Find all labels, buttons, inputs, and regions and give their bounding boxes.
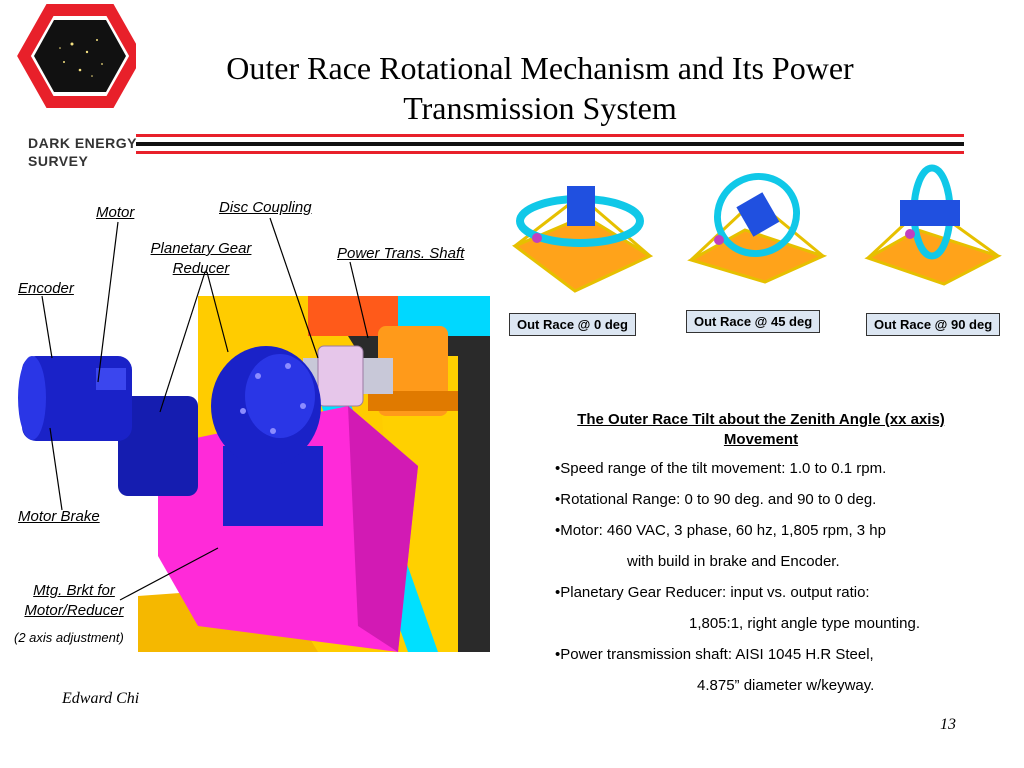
render-90-deg bbox=[864, 164, 1002, 286]
spec-item-text: •Rotational Range: 0 to 90 deg. and 90 t… bbox=[555, 491, 877, 508]
mounting-bracket-shade bbox=[348, 406, 418, 652]
page-number: 13 bbox=[940, 716, 956, 733]
pillow-block-base bbox=[368, 391, 458, 411]
org-name: DARK ENERGY SURVEY bbox=[28, 134, 137, 170]
leader-disc-coupling bbox=[269, 217, 319, 359]
spec-item: •Power transmission shaft: AISI 1045 H.R… bbox=[555, 645, 967, 696]
specs-heading: The Outer Race Tilt about the Zenith Ang… bbox=[577, 411, 945, 448]
label-planetary-gear-reducer: Planetary Gear Reducer bbox=[142, 239, 260, 279]
spec-item: •Speed range of the tilt movement: 1.0 t… bbox=[555, 459, 967, 479]
leader-planetary-b bbox=[206, 271, 229, 353]
outer-race-ring bbox=[713, 172, 801, 258]
slide-title: Outer Race Rotational Mechanism and Its … bbox=[180, 48, 900, 128]
camera-body bbox=[567, 186, 595, 226]
label-bracket-line2: Motor/Reducer bbox=[24, 602, 124, 619]
label-planetary-line2: Reducer bbox=[172, 260, 230, 277]
des-logo bbox=[17, 4, 136, 108]
spec-item-text: •Power transmission shaft: AISI 1045 H.R… bbox=[555, 646, 874, 663]
org-name-line1: DARK ENERGY bbox=[28, 135, 137, 151]
spec-item: •Planetary Gear Reducer: input vs. outpu… bbox=[555, 583, 967, 634]
render-0-deg bbox=[512, 186, 654, 293]
mechanism-illustration bbox=[18, 296, 490, 652]
label-power-trans-shaft: Power Trans. Shaft bbox=[337, 245, 465, 262]
spec-item-continuation: with build in brake and Encoder. bbox=[627, 553, 840, 570]
camera-body bbox=[736, 192, 780, 237]
label-motor: Motor bbox=[96, 204, 135, 221]
motor-terminal-box bbox=[96, 368, 126, 390]
base-frame bbox=[512, 214, 654, 293]
spec-item: •Rotational Range: 0 to 90 deg. and 90 t… bbox=[555, 490, 967, 510]
planetary-reducer-face bbox=[245, 354, 315, 438]
label-planetary-line1: Planetary Gear bbox=[150, 240, 252, 257]
spec-item: •Motor: 460 VAC, 3 phase, 60 hz, 1,805 r… bbox=[555, 521, 967, 572]
disc-coupling bbox=[317, 345, 364, 407]
caption-90-deg: Out Race @ 90 deg bbox=[866, 313, 1001, 336]
label-encoder: Encoder bbox=[18, 280, 74, 297]
right-angle-gearbox bbox=[118, 396, 198, 496]
header-rule-red-top bbox=[136, 134, 964, 137]
label-bracket-line1: Mtg. Brkt for bbox=[33, 582, 115, 599]
org-name-line2: SURVEY bbox=[28, 153, 89, 169]
title-line2: Transmission System bbox=[403, 90, 677, 126]
encoder bbox=[18, 356, 46, 440]
logo-hexagon-ring bbox=[17, 4, 136, 108]
header-rule-black bbox=[136, 142, 964, 146]
spec-item-continuation: 4.875” diameter w/keyway. bbox=[697, 677, 875, 694]
specs-block: The Outer Race Tilt about the Zenith Ang… bbox=[555, 410, 967, 707]
leader-power-shaft bbox=[349, 261, 369, 339]
leader-planetary-a bbox=[159, 271, 206, 413]
leader-bracket bbox=[119, 547, 219, 601]
spec-item-text: •Speed range of the tilt movement: 1.0 t… bbox=[555, 460, 887, 477]
title-line1: Outer Race Rotational Mechanism and Its … bbox=[226, 50, 854, 86]
label-bracket-note: (2 axis adjustment) bbox=[14, 630, 124, 645]
camera-body bbox=[900, 200, 960, 226]
spec-item-text: •Motor: 460 VAC, 3 phase, 60 hz, 1,805 r… bbox=[555, 522, 886, 539]
header-rule-red-bottom bbox=[136, 151, 964, 154]
spec-item-continuation: 1,805:1, right angle type mounting. bbox=[689, 615, 920, 632]
label-motor-brake: Motor Brake bbox=[18, 508, 100, 525]
render-45-deg bbox=[687, 172, 827, 284]
caption-0-deg: Out Race @ 0 deg bbox=[509, 313, 636, 336]
spec-item-text: •Planetary Gear Reducer: input vs. outpu… bbox=[555, 584, 870, 601]
leader-encoder bbox=[41, 295, 53, 359]
author-name: Edward Chi bbox=[62, 690, 140, 707]
caption-45-deg: Out Race @ 45 deg bbox=[686, 310, 821, 333]
leader-motor bbox=[97, 221, 119, 383]
logo-hexagon-core bbox=[34, 20, 126, 92]
label-disc-coupling: Disc Coupling bbox=[219, 199, 312, 216]
leader-motor-brake bbox=[49, 427, 63, 511]
label-mounting-bracket: Mtg. Brkt for Motor/Reducer bbox=[14, 581, 134, 621]
